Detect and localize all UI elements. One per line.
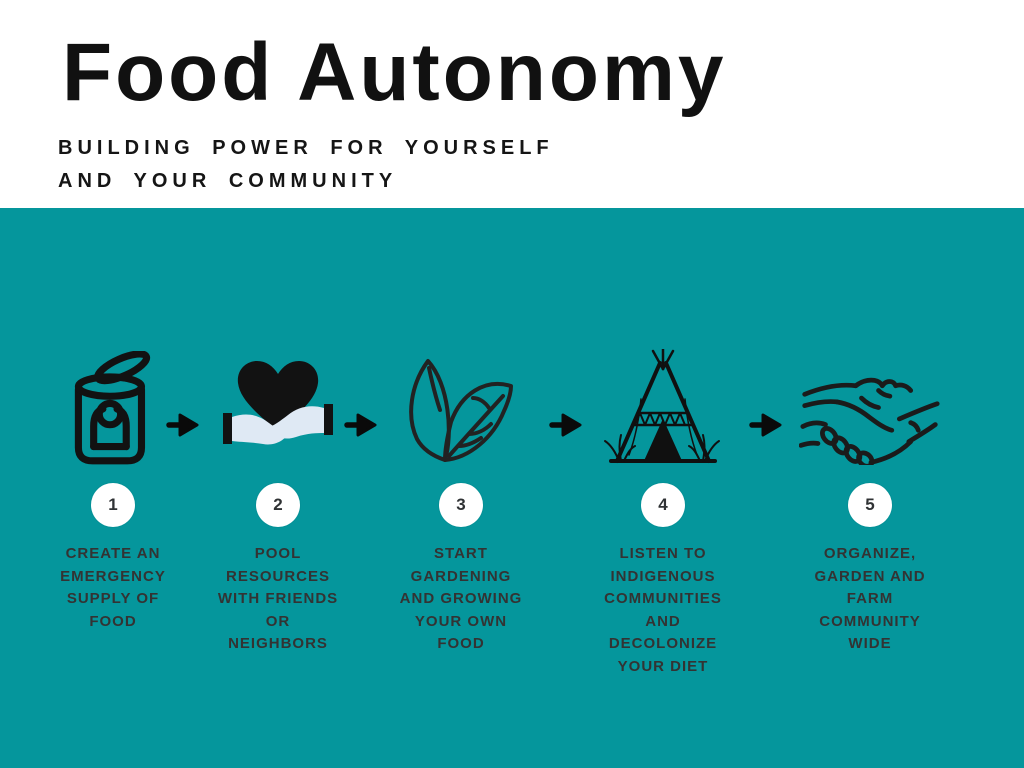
step-3-number: 3 [456,495,466,514]
step-3-number-badge: 3 [439,483,483,527]
page-title: Food Autonomy [62,27,727,118]
right-arrow-icon [549,413,582,437]
right-arrow-icon [166,413,199,437]
step-3-label: START GARDENING AND GROWING YOUR OWN FOO… [399,545,523,652]
step-4-iconbox [568,345,758,475]
step-5-label: ORGANIZE, GARDEN AND FARM COMMUNITY WIDE [814,545,926,652]
step-1: 1 CREATE AN EMERGENCY SUPPLY OF FOOD [18,345,208,630]
step-3: 3 START GARDENING AND GROWING YOUR OWN F… [366,345,556,652]
teal-band [0,208,1024,768]
step-5-number: 5 [865,495,875,514]
right-arrow-icon [344,413,377,437]
step-5-iconbox [775,345,965,475]
step-4: 4 LISTEN TO INDIGENOUS COMMUNITIES AND D… [568,345,758,675]
right-arrow-icon [749,413,782,437]
step-5-number-badge: 5 [848,483,892,527]
step-1-number-badge: 1 [91,483,135,527]
step-5: 5 ORGANIZE, GARDEN AND FARM COMMUNITY WI… [775,345,965,652]
step-4-number-badge: 4 [641,483,685,527]
page-subtitle: BUILDING POWER FOR YOURSELF AND YOUR COM… [58,137,554,192]
step-4-number: 4 [658,495,668,514]
step-2-number: 2 [273,495,283,514]
step-1-iconbox [18,345,208,475]
handshake-icon [799,377,940,465]
step-2-iconbox [183,345,373,475]
step-3-iconbox [366,345,556,475]
step-2-label: POOL RESOURCES WITH FRIENDS OR NEIGHBORS [217,545,339,652]
leaves-icon [409,359,513,462]
header: Food Autonomy BUILDING POWER FOR YOURSEL… [0,0,1024,208]
step-1-number: 1 [108,495,118,514]
step-1-label: CREATE AN EMERGENCY SUPPLY OF FOOD [60,545,166,630]
step-2: 2 POOL RESOURCES WITH FRIENDS OR NEIGHBO… [183,345,373,652]
step-4-label: LISTEN TO INDIGENOUS COMMUNITIES AND DEC… [604,545,722,675]
step-2-number-badge: 2 [256,483,300,527]
canned-food-icon [74,351,151,465]
teepee-icon [604,349,720,463]
heart-in-hands-icon [223,361,333,445]
